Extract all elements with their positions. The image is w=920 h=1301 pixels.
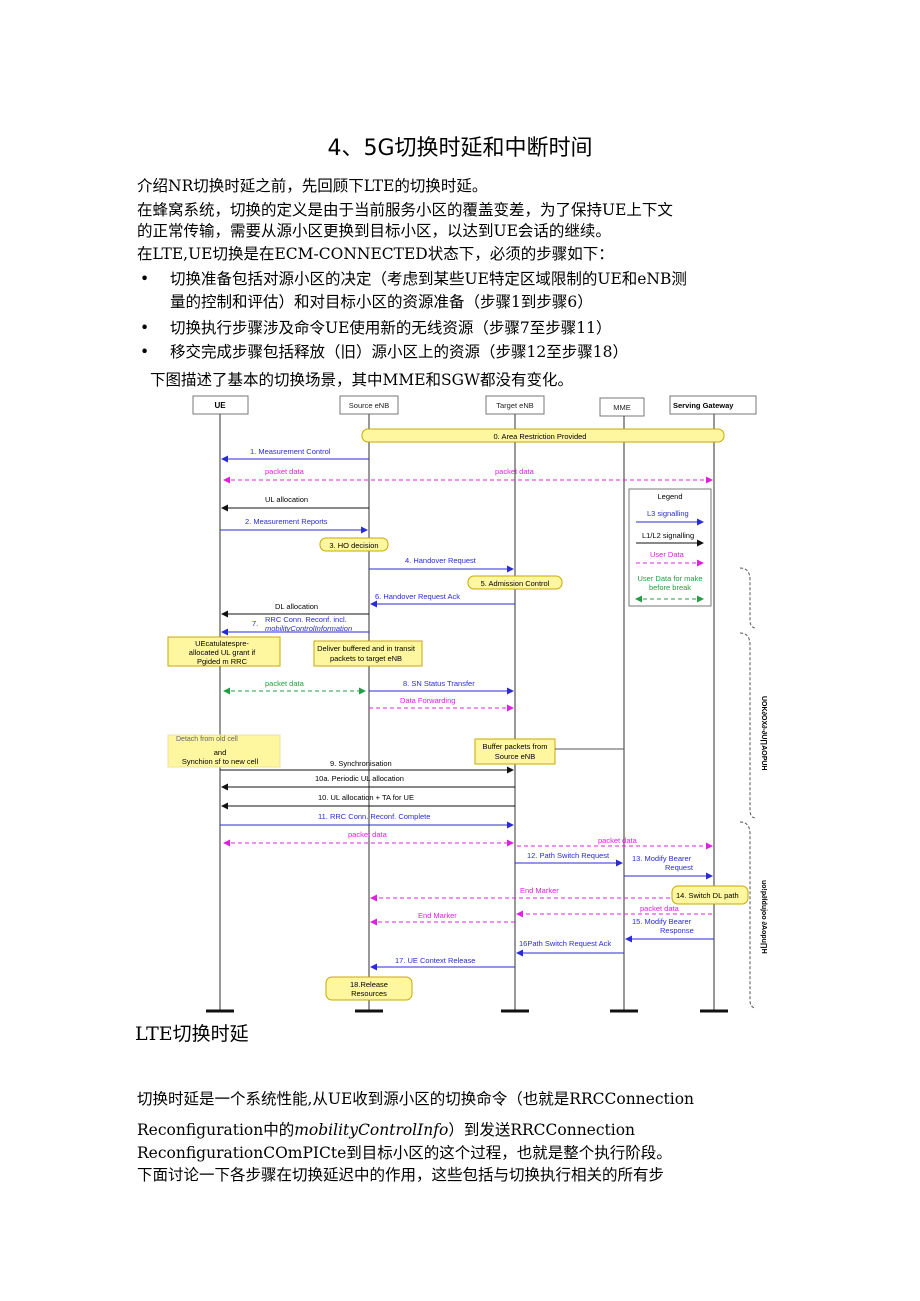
note-buffer-packets-line-1: Buffer packets from (483, 742, 548, 751)
entity-sgw-box (669, 395, 757, 415)
note-detach-line-1: Detach from old cell (176, 736, 238, 743)
note-release-resources-line-2: Resources (351, 989, 387, 998)
note-area-restriction-text: 0. Area Restriction Provided (494, 432, 587, 441)
note-switch-dl-path-text: 14. Switch DL path (676, 891, 739, 900)
bullet-exec: 切换执行步骤涉及命令UE使用新的无线资源（步骤7至步骤11） (170, 319, 612, 337)
entity-sgw-label: Serving Gateway (673, 401, 734, 410)
diagram-caption: 下图描述了基本的切换场景，其中MME和SGW都没有变化。 (150, 371, 573, 389)
note-buffer-packets (474, 738, 556, 765)
msg-modify-bearer-response-label-2: Response (660, 926, 694, 935)
note-switch-dl-path (671, 885, 749, 905)
latency-paragraph-line-3: ReconfigurationCOmPICte到目标小区的这个过程，也就是整个执… (137, 1144, 672, 1162)
side-label-execution: UOK∂OX∂-∂U∏AOPUH (760, 696, 768, 770)
msg-handover-request-label: 4. Handover Request (405, 556, 477, 565)
note-release-resources-line-1: 18.Release (350, 980, 388, 989)
legend-l3-label: L3 signalling (647, 509, 689, 518)
bracket-execution (739, 632, 757, 819)
bullet-mark: • (140, 343, 150, 361)
msg-path-switch-ack-label: 16Path Switch Request Ack (519, 939, 611, 948)
msg-path-switch-request-label: 12. Path Switch Request (527, 851, 610, 860)
msg-periodic-ul-allocation-label: 10a. Periodic UL allocation (315, 774, 404, 783)
msg-dl-allocation-label: DL allocation (275, 602, 318, 611)
latency-paragraph-line-2: Reconfiguration中的mobilityControlInfo）到发送… (137, 1120, 635, 1141)
legend-title: Legend (657, 492, 682, 501)
bullet-prep-line-2: 量的控制和评估）和对目标小区的资源准备（步骤1到步骤6） (170, 293, 593, 311)
note-deliver-buffered (313, 640, 423, 667)
mobility-control-info: mobilityControlInfo (294, 1121, 449, 1139)
packet-data-label: packet data (348, 830, 388, 839)
bracket-preparation (739, 567, 757, 629)
definition-line-2: 的正常传输，需要从源小区更换到目标小区，以达到UE会话的继续。 (137, 222, 611, 240)
note-detach-line-2: and (214, 748, 227, 757)
note-admission-control-text: 5. Admission Control (481, 579, 550, 588)
bullet-mark: • (140, 319, 150, 337)
msg-sn-status-transfer-label: 8. SN Status Transfer (403, 679, 475, 688)
note-ue-calculates-line-1: UEcatulatespre- (195, 639, 249, 648)
msg-measurement-reports-label: 2. Measurement Reports (245, 517, 328, 526)
entity-mme-box (599, 397, 645, 417)
side-label-completion: uo!p∂ldujoo ∂Aopu∏H (760, 880, 768, 954)
entity-mme-label: MME (613, 403, 631, 412)
discussion-paragraph: 下面讨论一下各步骤在切换延迟中的作用，这些包括与切换执行相关的所有步 (137, 1166, 665, 1184)
msg-rrc-conn-reconf-label-2: mobilityControlInformation (265, 624, 352, 633)
note-buffer-packets-line-2: Source eNB (495, 752, 535, 761)
latency-text-c: ）到发送RRCConnection (448, 1121, 636, 1139)
bracket-completion (739, 821, 757, 1009)
note-ue-calculates (167, 636, 281, 667)
figure-caption: LTE切换时延 (135, 1023, 249, 1045)
msg-synchronisation-label: 9. Synchronisation (330, 759, 392, 768)
note-ue-calculates-line-2: allocated UL grant if (189, 648, 256, 657)
packet-data-label: packet data (265, 467, 305, 476)
bullet-mark: • (140, 270, 150, 288)
packet-data-label: packet data (495, 467, 535, 476)
note-detach-synchronise (167, 734, 281, 768)
page-title: 4、5G切换时延和中断时间 (327, 136, 593, 161)
note-release-resources (325, 976, 413, 1001)
msg-rrc-conn-reconf-label: RRC Conn. Reconf. incl. (265, 615, 347, 624)
end-marker-label: End Marker (418, 911, 457, 920)
intro-paragraph: 介绍NR切换时延之前，先回顾下LTE的切换时延。 (137, 177, 488, 195)
msg-rrc-conn-reconf-number: 7. (252, 619, 258, 628)
entity-ue-label: UE (214, 401, 226, 410)
note-deliver-buffered-line-1: Deliver buffered and in transit (317, 644, 416, 653)
legend-user-mbb-label-1: User Data for make (637, 574, 702, 583)
msg-ul-allocation-label: UL allocation (265, 495, 308, 504)
data-forwarding-label: Data Forwarding (400, 696, 455, 705)
note-ho-decision (319, 537, 389, 552)
definition-line-1: 在蜂窝系统，切换的定义是由于当前服务小区的覆盖变差，为了保持UE上下文 (137, 201, 673, 219)
note-deliver-buffered-line-2: packets to target eNB (330, 654, 402, 663)
note-area-restriction (361, 428, 725, 443)
msg-measurement-control-label: 1. Measurement Control (250, 447, 331, 456)
end-marker-label: End Marker (520, 886, 559, 895)
latency-text-a: Reconfiguration中的 (137, 1121, 295, 1139)
latency-paragraph-line-1: 切换时延是一个系统性能,从UE收到源小区的切换命令（也就是RRCConnecti… (137, 1090, 695, 1108)
note-detach-line-3: Synchion sf to new cell (182, 757, 259, 766)
bullet-complete: 移交完成步骤包括释放（旧）源小区上的资源（步骤12至步骤18） (170, 343, 628, 361)
legend-box (628, 488, 712, 607)
packet-data-label: packet data (598, 836, 638, 845)
legend-user-mbb-label-2: before break (649, 583, 691, 592)
legend-l1l2-label: L1/L2 signalling (642, 531, 694, 540)
steps-intro: 在LTE,UE切换是在ECM-CONNECTED状态下，必须的步骤如下： (137, 245, 614, 263)
msg-ul-allocation-ta-label: 10. UL allocation + TA for UE (318, 793, 414, 802)
legend-user-data-label: User Data (650, 550, 685, 559)
msg-rrc-reconf-complete-label: 11. RRC Conn. Reconf. Complete (318, 812, 430, 821)
msg-ue-context-release-label: 17. UE Context Release (395, 956, 475, 965)
bullet-prep-line-1: 切换准备包括对源小区的决定（考虑到某些UE特定区域限制的UE和eNB测 (170, 270, 687, 288)
msg-modify-bearer-request-label: 13. Modify Bearer (632, 854, 692, 863)
entity-target-enb-label: Target eNB (496, 401, 534, 410)
note-ho-decision-text: 3. HO decision (329, 541, 378, 550)
msg-modify-bearer-request-label-2: Request (665, 863, 694, 872)
packet-data-label: packet data (640, 904, 680, 913)
packet-data-label: packet data (265, 679, 305, 688)
msg-modify-bearer-response-label: 15. Modify Bearer (632, 917, 692, 926)
msg-handover-request-ack-label: 6. Handover Request Ack (375, 592, 460, 601)
entity-source-enb-label: Source eNB (349, 401, 389, 410)
note-admission-control (467, 575, 563, 590)
note-ue-calculates-line-3: Pgided m RRC (197, 657, 248, 666)
